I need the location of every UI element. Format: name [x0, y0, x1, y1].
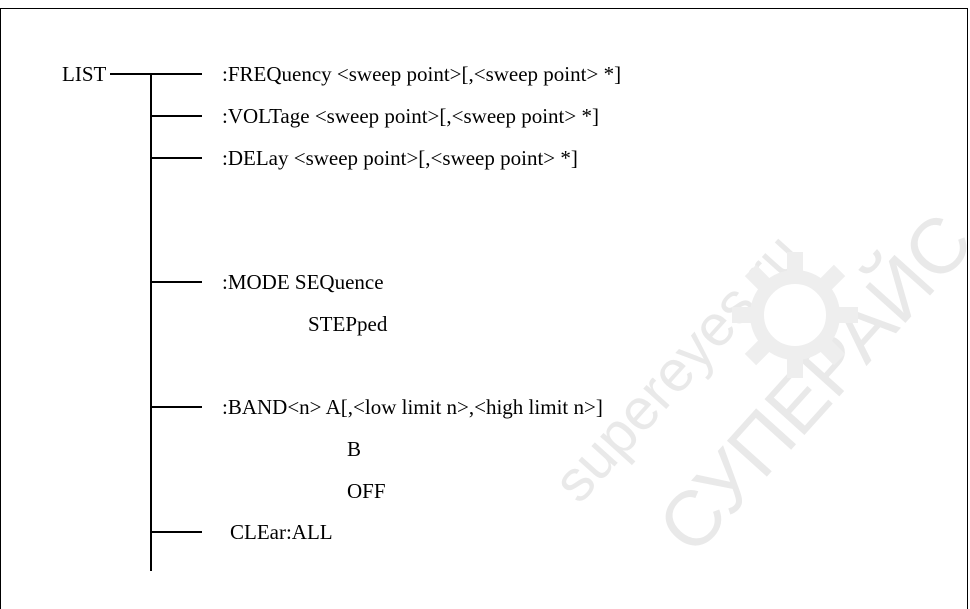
branch-mode: :MODE SEQuence	[222, 270, 384, 294]
band-option-off: OFF	[347, 479, 386, 503]
branch-frequency: :FREQuency <sweep point>[,<sweep point> …	[222, 62, 622, 86]
connector-band	[150, 406, 202, 408]
branch-voltage: :VOLTage <sweep point>[,<sweep point> *]	[222, 104, 599, 128]
connector-delay	[150, 157, 202, 159]
branch-delay: :DELay <sweep point>[,<sweep point> *]	[222, 146, 578, 170]
tree-trunk	[150, 73, 152, 571]
diagram-frame	[0, 8, 968, 609]
branch-clear: CLEar:ALL	[230, 520, 333, 544]
band-option-b: B	[347, 437, 362, 461]
branch-band: :BAND<n> A[,<low limit n>,<high limit n>…	[222, 395, 603, 419]
root-label: LIST	[62, 62, 107, 86]
mode-option-stepped: STEPped	[308, 312, 388, 336]
root-connector	[110, 73, 202, 75]
connector-mode	[150, 281, 202, 283]
connector-clear	[150, 531, 202, 533]
connector-voltage	[150, 115, 202, 117]
watermark-gear-icon	[732, 252, 858, 378]
